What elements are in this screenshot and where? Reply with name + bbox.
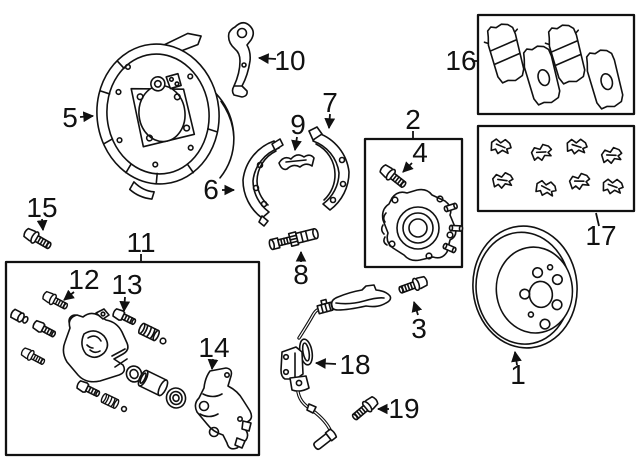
callout-9[interactable]: 9	[290, 109, 306, 152]
callout-15[interactable]: 15	[26, 192, 58, 232]
part-hub-bolt[interactable]	[396, 273, 430, 297]
callout-7[interactable]: 7	[322, 87, 338, 130]
part-boot-ring-small-2[interactable]	[120, 405, 128, 413]
callout-8-label: 8	[293, 259, 309, 290]
callout-17-line	[595, 212, 600, 227]
part-caliper-bracket[interactable]	[194, 367, 253, 450]
callout-10[interactable]: 10	[257, 45, 306, 76]
callout-4-arrow	[402, 161, 414, 173]
callout-3[interactable]: 3	[411, 300, 427, 344]
part-caliper-piston[interactable]	[137, 369, 170, 397]
callout-11[interactable]: 11	[126, 227, 156, 261]
callout-18-label: 18	[339, 349, 370, 380]
callout-12-label: 12	[68, 264, 99, 295]
callout-18[interactable]: 18	[314, 349, 371, 380]
part-sensor-bolt[interactable]	[348, 393, 381, 424]
part-hub-bearing-assembly[interactable]	[363, 137, 464, 269]
part-caliper-slide-bolt-lower[interactable]	[74, 378, 102, 400]
callout-1[interactable]: 1	[510, 350, 526, 390]
callout-14-arrow	[207, 358, 219, 371]
part-brake-rotor[interactable]	[467, 221, 583, 353]
part-caliper-body[interactable]	[62, 308, 129, 383]
callout-14[interactable]: 14	[198, 332, 230, 371]
part-piston-seal[interactable]	[164, 386, 188, 410]
part-shoe-adjuster[interactable]	[268, 227, 319, 252]
part-piston-boot[interactable]	[124, 364, 144, 384]
callout-18-arrow	[314, 358, 337, 369]
callout-3-arrow	[411, 300, 423, 316]
sensor-tip	[313, 428, 338, 451]
callout-2[interactable]: 2	[405, 104, 421, 138]
callout-5-label: 5	[62, 102, 78, 133]
part-pin-boot-lower[interactable]	[99, 392, 121, 410]
callout-4-label: 4	[412, 137, 428, 168]
callout-10-arrow	[257, 53, 277, 64]
part-brake-shoe-left[interactable]	[242, 138, 284, 227]
callout-13-arrow	[119, 296, 131, 313]
callout-13-label: 13	[111, 269, 142, 300]
part-brake-shoe-right[interactable]	[308, 126, 350, 211]
callout-5-arrow	[79, 111, 95, 123]
callout-9-arrow	[291, 136, 302, 152]
callout-19[interactable]: 19	[376, 393, 420, 424]
part-boot-ring-small[interactable]	[159, 337, 167, 345]
callout-19-label: 19	[388, 393, 419, 424]
callout-17[interactable]: 17	[585, 212, 617, 251]
callout-12-arrow	[63, 289, 75, 301]
callout-4[interactable]: 4	[402, 137, 428, 173]
part-backing-plate-bolt[interactable]	[21, 225, 55, 253]
part-caliper-assembly[interactable]	[4, 260, 261, 457]
callout-11-label: 11	[126, 227, 155, 258]
part-brake-pad-kit[interactable]	[476, 13, 636, 116]
part-pad-hardware-kit[interactable]	[476, 124, 636, 213]
callout-6[interactable]: 6	[203, 174, 236, 205]
callout-1-label: 1	[510, 359, 526, 390]
part-parking-brake-lever[interactable]	[227, 21, 255, 98]
part-pin-boot-upper[interactable]	[136, 321, 162, 343]
part-caliper-bolt-lower[interactable]	[19, 345, 48, 368]
part-shoe-strut[interactable]	[278, 154, 315, 171]
callout-9-label: 9	[290, 109, 306, 140]
callout-15-arrow	[36, 218, 48, 232]
callout-10-label: 10	[274, 45, 305, 76]
callout-15-label: 15	[26, 192, 57, 223]
callout-17-label: 17	[585, 220, 616, 251]
callout-7-arrow	[324, 113, 336, 130]
callout-12[interactable]: 12	[63, 264, 100, 301]
part-wheel-stud-bolt[interactable]	[377, 162, 410, 192]
callout-3-label: 3	[411, 313, 427, 344]
part-caliper-bleeder-cap[interactable]	[10, 308, 30, 325]
callout-13[interactable]: 13	[111, 269, 143, 313]
callout-16[interactable]: 16	[445, 45, 477, 76]
part-backing-plate[interactable]	[89, 30, 239, 204]
callout-2-label: 2	[405, 104, 421, 135]
part-caliper-guide-pin[interactable]	[30, 318, 58, 340]
sensor-wire-clip	[316, 298, 334, 315]
callout-16-label: 16	[445, 45, 476, 76]
callout-8[interactable]: 8	[293, 250, 309, 290]
callout-14-label: 14	[198, 332, 229, 363]
callout-1-arrow	[511, 350, 522, 366]
sensor-body	[289, 375, 310, 392]
callout-6-label: 6	[203, 174, 219, 205]
callout-7-label: 7	[322, 87, 338, 118]
part-caliper-bolt-12[interactable]	[40, 289, 71, 313]
callout-5[interactable]: 5	[62, 102, 95, 133]
part-abs-sensor[interactable]	[280, 284, 392, 451]
